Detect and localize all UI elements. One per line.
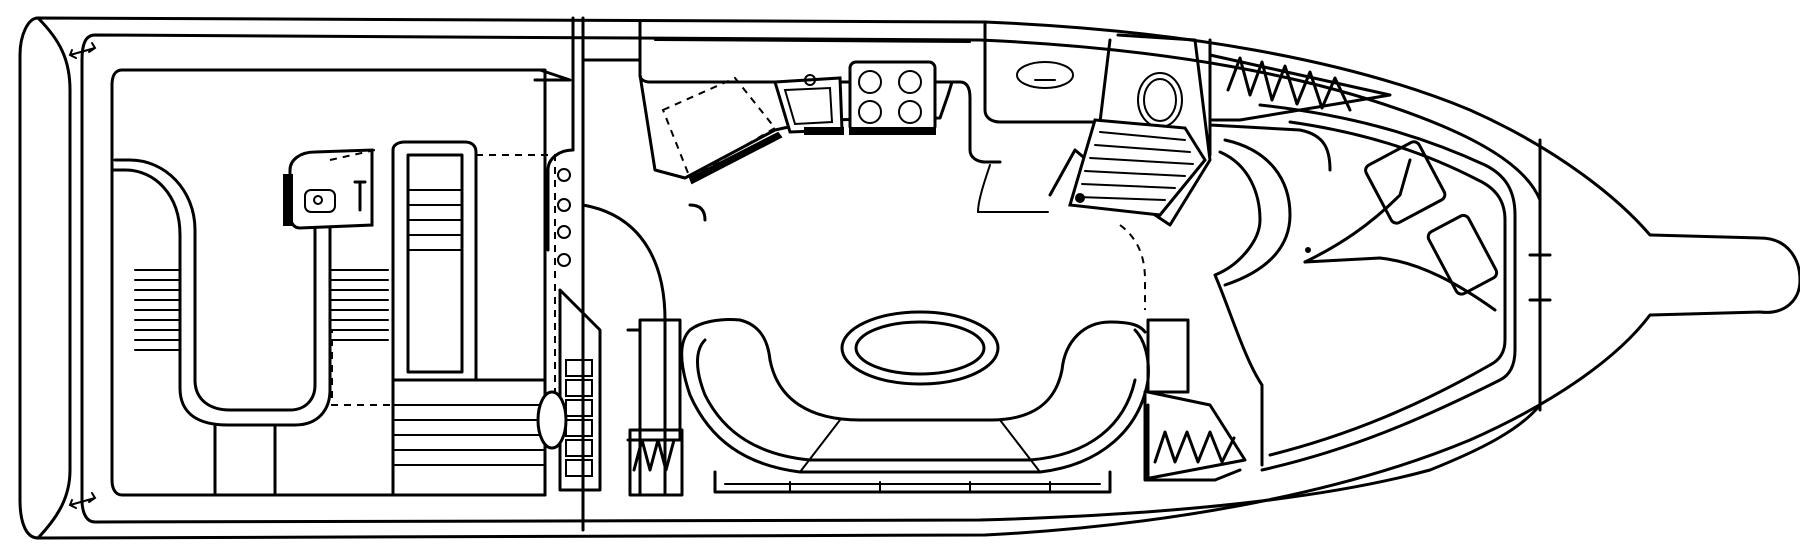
- spring-bulkhead: [628, 53, 1392, 497]
- wet-bar: [283, 148, 376, 230]
- fender-hook: [533, 68, 572, 82]
- stove: [848, 60, 937, 135]
- forward-berth: [1208, 103, 1517, 472]
- companionway-steps: [391, 168, 602, 497]
- dinette: [680, 203, 1242, 494]
- cockpit: [110, 68, 547, 497]
- sink: [773, 74, 844, 135]
- bulkhead: [546, 16, 682, 532]
- hull: [18, 16, 1800, 540]
- head-compartment: [976, 20, 1212, 227]
- dinette-table: [840, 310, 1000, 386]
- bow-divider: [1528, 138, 1552, 412]
- transom-arrow: [68, 42, 97, 509]
